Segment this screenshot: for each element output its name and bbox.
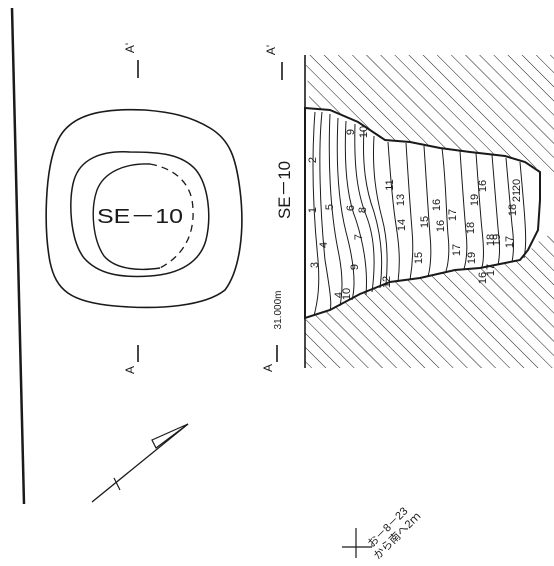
- north-arrow-tick: [113, 477, 121, 491]
- plan-feature-label: SE－10: [97, 206, 183, 228]
- layer-number: 17: [504, 236, 516, 248]
- layer-number: 15: [419, 216, 431, 228]
- north-arrow-shaft: [91, 423, 189, 503]
- section-axis-bottom-label: A: [261, 364, 275, 372]
- layer-number: 19: [466, 252, 478, 264]
- layer-number: 16: [435, 220, 447, 232]
- layer-number: 9: [345, 129, 357, 135]
- layer-number: 18: [507, 204, 519, 216]
- layer-number: 12: [381, 276, 393, 288]
- pit-inner-contour: [92, 163, 161, 271]
- layer-boundaries: [312, 111, 527, 317]
- grid-reference: お－8－23 から南へ2ｍ: [342, 505, 423, 562]
- plan-axis-top-label: A': [123, 43, 137, 53]
- section-elevation-label: 31.000m: [273, 291, 284, 330]
- layer-number: 1: [307, 207, 319, 213]
- layer-number: 4: [318, 242, 330, 248]
- section-feature-label: SE－10: [275, 161, 294, 219]
- layer-number: 9: [349, 264, 361, 270]
- frame-line: [10, 7, 26, 505]
- north-arrow: [91, 423, 189, 503]
- ground-hatch-top: [305, 55, 554, 178]
- layer-number: 14: [396, 219, 408, 231]
- layer-number: 21: [511, 190, 523, 202]
- layer-number: 6: [345, 205, 357, 211]
- pit-middle-contour: [70, 151, 210, 278]
- layer-number: 16: [431, 199, 443, 211]
- layer-number: 5: [324, 204, 336, 210]
- layer-number: 10: [341, 288, 353, 300]
- layer-number: 18: [485, 234, 497, 246]
- layer-number: 18: [465, 222, 477, 234]
- layer-number: 8: [357, 207, 369, 213]
- layer-number: 20: [511, 179, 523, 191]
- layer-number: 17: [451, 244, 463, 256]
- layer-number: 17: [485, 264, 497, 276]
- section-axis-top-label: A': [264, 45, 278, 55]
- layer-number: 16: [477, 180, 489, 192]
- layer-number: 10: [358, 126, 370, 138]
- plan-axis-bottom-label: A: [123, 366, 137, 374]
- layer-number: 4: [333, 292, 345, 298]
- layer-number: 17: [447, 209, 459, 221]
- layer-number: 15: [413, 252, 425, 264]
- pit-outer-contour: [45, 108, 243, 309]
- layer-number: 19: [469, 194, 481, 206]
- layer-number: 2: [307, 157, 319, 163]
- layer-number: 16: [477, 272, 489, 284]
- layer-number: 19: [491, 234, 503, 246]
- north-arrow-head: [151, 423, 189, 449]
- layer-number: 13: [395, 194, 407, 206]
- layer-number: 3: [309, 262, 321, 268]
- layer-number: 11: [384, 179, 396, 190]
- plan-view: SE－10 A' A: [45, 43, 243, 374]
- layer-number: 7: [353, 234, 365, 240]
